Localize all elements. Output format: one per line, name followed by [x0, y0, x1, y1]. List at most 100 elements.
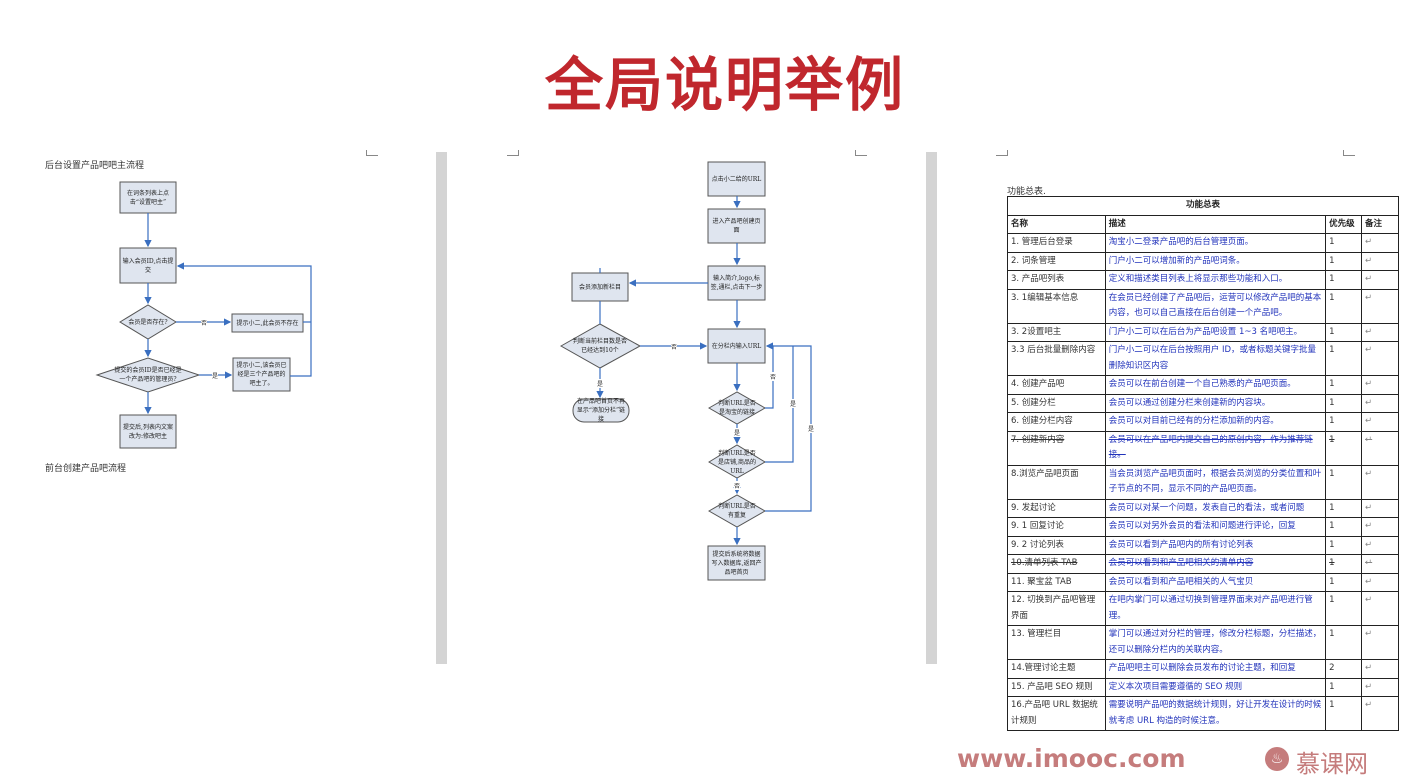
flow-label-no: 否 [734, 481, 741, 490]
cell-description: 需要说明产品吧的数据统计规则，好让开发在设计的时候就考虑 URL 构造的时候注意… [1104, 696, 1327, 731]
cell-note: ↵ [1361, 554, 1399, 574]
cell-note: ↵ [1361, 464, 1399, 500]
cell-priority: 1 [1325, 498, 1363, 518]
cell-note: ↵ [1361, 393, 1399, 413]
column-header-note: 备注 [1361, 214, 1399, 234]
cell-name: 3. 2设置吧主 [1007, 322, 1106, 342]
table-row: 5. 创建分栏会员可以通过创建分栏来创建新的内容块。1↵ [1007, 393, 1399, 413]
cell-name: 9. 1 回复讨论 [1007, 517, 1106, 537]
flow-label-yes: 是 [734, 428, 741, 437]
cell-priority: 1 [1325, 625, 1363, 660]
cell-priority: 1 [1325, 393, 1363, 413]
flow-label-yes: 是 [808, 424, 815, 433]
page-gutter [436, 152, 447, 664]
table-row: 2. 词条管理门户小二可以增加新的产品吧词条。1↵ [1007, 251, 1399, 271]
cell-priority: 1 [1325, 288, 1363, 324]
cell-name: 11. 聚宝盆 TAB [1007, 572, 1106, 592]
cell-priority: 1 [1325, 270, 1363, 290]
flow-node-input-info: 输入简介,logo,标签,通栏,点击下一步 [710, 275, 763, 291]
flow-label-yes: 是 [597, 379, 604, 388]
flow-decision-member-exists: 会员是否存在? [128, 318, 168, 326]
flow-label-no: 否 [201, 318, 208, 327]
cell-note: ↵ [1361, 270, 1399, 290]
page-gutter [926, 152, 937, 664]
cell-priority: 1 [1325, 535, 1363, 555]
watermark-url: www.imooc.com [957, 744, 1186, 773]
cell-name: 3. 1编辑基本信息 [1007, 288, 1106, 324]
table-row: 3. 2设置吧主门户小二可以在后台为产品吧设置 1~3 名吧吧主。1↵ [1007, 322, 1399, 342]
flow-box [119, 414, 177, 449]
cell-priority: 2 [1325, 659, 1363, 679]
cell-name: 3. 产品吧列表 [1007, 270, 1106, 290]
flow-box [231, 313, 304, 333]
cell-name: 13. 管理栏目 [1007, 625, 1106, 660]
cell-name: 9. 2 讨论列表 [1007, 535, 1106, 555]
flow-box [119, 247, 177, 284]
flow-label-no: 否 [770, 372, 777, 381]
cell-note: ↵ [1361, 288, 1399, 324]
cell-note: ↵ [1361, 251, 1399, 271]
flow-node-input-url: 在分栏内输入URL [711, 342, 762, 350]
cell-description: 会员可以看到和产品吧相关的清单内容 [1104, 554, 1327, 574]
flow-box [707, 545, 766, 581]
page-corner-mark [366, 150, 378, 156]
flow-box [707, 208, 766, 244]
flow-label-yes: 是 [790, 399, 797, 408]
table-row: 13. 管理栏目掌门可以通过对分栏的管理，修改分栏标题，分栏描述，还可以删除分栏… [1007, 625, 1399, 660]
slide-title: 全局说明举例 [544, 51, 905, 119]
cell-description: 会员可以通过创建分栏来创建新的内容块。 [1104, 393, 1327, 413]
flow-decision-is-taobao: 判断URL是否是淘宝的链接 [718, 400, 756, 416]
table-row: 8.浏览产品吧页面当会员浏览产品吧页面时，根据会员浏览的分类位置和叶子节点的不同… [1007, 464, 1399, 500]
imooc-logo-icon: ♨ [1265, 747, 1289, 771]
cell-priority: 1 [1325, 517, 1363, 537]
column-header-priority: 优先级 [1325, 214, 1363, 234]
watermark-brand: 慕课网 [1296, 750, 1368, 778]
flow-node-enter-create-page: 进入产品吧创建页面 [712, 218, 761, 234]
cell-priority: 1 [1325, 375, 1363, 395]
cell-priority: 1 [1325, 696, 1363, 731]
page-corner-mark [507, 150, 519, 156]
table-row: 1. 管理后台登录淘宝小二登录产品吧的后台管理页面。1↵ [1007, 233, 1399, 253]
flow-node-member-not-exist: 提示小二,此会员不存在 [236, 319, 299, 327]
cell-priority: 1 [1325, 412, 1363, 432]
cell-description: 掌门可以通过对分栏的管理，修改分栏标题，分栏描述，还可以删除分栏内的关联内容。 [1104, 625, 1327, 660]
cell-note: ↵ [1361, 412, 1399, 432]
flow-node-add-column: 会员添加新栏目 [578, 283, 621, 291]
flow-node-click-set-owner: 在词条列表上点击“设置吧主” [126, 189, 169, 206]
cell-description: 会员可以在前台创建一个自己熟悉的产品吧页面。 [1104, 375, 1327, 395]
flow-decision-is-admin: 提交的会员ID是否已经是一个产品吧的管理员? [114, 367, 182, 383]
cell-description: 会员可以在产品吧内提交自己的原创内容，作为推荐链接。 [1104, 430, 1327, 466]
cell-description: 定义和描述类目列表上将显示那些功能和入口。 [1104, 270, 1327, 290]
flow-node-already-owner: 提示小二,该会员已经是三个产品吧的吧主了。 [236, 362, 287, 387]
cell-description: 门户小二可以增加新的产品吧词条。 [1104, 251, 1327, 271]
table-row: 3. 产品吧列表定义和描述类目列表上将显示那些功能和入口。1↵ [1007, 270, 1399, 290]
cell-name: 4. 创建产品吧 [1007, 375, 1106, 395]
table-title: 功能总表 [1007, 196, 1399, 216]
flow-decision-is-shop-item: 判断URL是否是店铺,商品的URL [718, 449, 756, 475]
cell-description: 当会员浏览产品吧页面时，根据会员浏览的分类位置和叶子节点的不同，显示不同的产品吧… [1104, 464, 1327, 500]
cell-note: ↵ [1361, 341, 1399, 376]
page-corner-mark [1343, 150, 1355, 156]
cell-note: ↵ [1361, 535, 1399, 555]
cell-name: 15. 产品吧 SEO 规则 [1007, 677, 1106, 697]
cell-priority: 1 [1325, 430, 1363, 466]
cell-priority: 1 [1325, 341, 1363, 376]
cell-note: ↵ [1361, 430, 1399, 466]
cell-description: 门户小二可以在后台为产品吧设置 1~3 名吧吧主。 [1104, 322, 1327, 342]
cell-name: 10.清单列表 TAB [1007, 554, 1106, 574]
cell-priority: 1 [1325, 464, 1363, 500]
cell-note: ↵ [1361, 696, 1399, 731]
cell-description: 在会员已经创建了产品吧后，运营可以修改产品吧的基本内容，也可以自己直接在后台创建… [1104, 288, 1327, 324]
cell-name: 16.产品吧 URL 数据统计规则 [1007, 696, 1106, 731]
cell-note: ↵ [1361, 591, 1399, 626]
flow-box [119, 181, 177, 214]
cell-name: 3.3 后台批量删除内容 [1007, 341, 1106, 376]
flow-node-hide-add-link: 在产品吧首页不再显示“添加分栏”链接 [576, 398, 626, 423]
flow-decision-is-duplicate: 判断URL是否有重复 [718, 503, 756, 519]
table-row: 3. 1编辑基本信息在会员已经创建了产品吧后，运营可以修改产品吧的基本内容，也可… [1007, 288, 1399, 324]
